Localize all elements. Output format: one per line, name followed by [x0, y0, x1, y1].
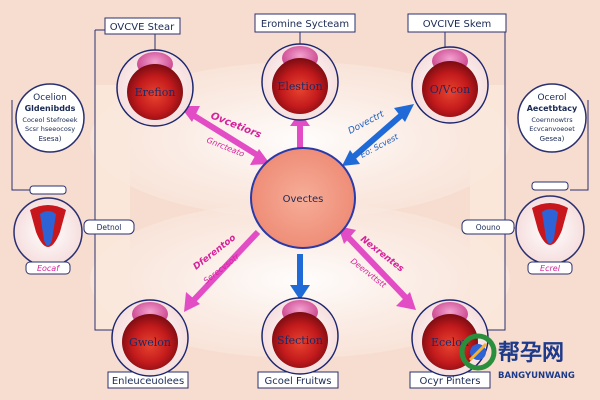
- side-panel-right: Ocerol Aecetbtacy Coernnowtrs Ecvcanvoeo…: [461, 83, 587, 275]
- watermark: 帮孕网 BANGYUNWANG: [459, 333, 575, 381]
- right-side-band: [470, 85, 505, 330]
- side-left-title: Ocelion: [33, 93, 67, 103]
- side-right-organ-caption: Ecrel: [540, 264, 561, 273]
- top-label-left: OVCVE Stear: [104, 17, 181, 35]
- watermark-cn: 帮孕网: [498, 340, 564, 366]
- side-right-line-1: Coernnowtrs: [531, 116, 573, 124]
- node-bottom-right-label: Ecelon: [431, 336, 469, 349]
- node-top-right: O/Vcon: [411, 46, 489, 124]
- top-label-center-text: Eromine Sycteam: [261, 19, 349, 30]
- side-right-line-2: Ecvcanvoeoet: [529, 125, 575, 133]
- side-right-subtitle: Aecetbtacy: [527, 104, 578, 113]
- node-bottom-center-label: Sfection: [277, 334, 323, 347]
- arrow-bottom-left: [184, 229, 261, 312]
- side-right-line-3: Gesea): [540, 135, 565, 143]
- arrow-top-right: [342, 104, 414, 166]
- side-right-tag: Oouno: [476, 223, 501, 232]
- side-right-title: Ocerol: [537, 93, 566, 103]
- center-node-label: Ovectes: [283, 194, 324, 205]
- watermark-en: BANGYUNWANG: [498, 371, 575, 381]
- center-node: Ovectes: [250, 147, 356, 249]
- bottom-label-right-text: Ocyr Pinters: [420, 376, 481, 387]
- side-left-tag: Detnol: [97, 223, 122, 232]
- node-top-left-label: Erefion: [135, 86, 176, 99]
- node-top-center-label: Elestion: [277, 80, 322, 93]
- top-label-right: OVCIVE Skem: [407, 13, 507, 33]
- side-left-organ-caption: Eocaf: [37, 264, 60, 273]
- node-top-left: Erefion: [116, 49, 194, 127]
- node-top-right-label: O/Vcon: [430, 83, 471, 96]
- top-label-left-text: OVCVE Stear: [110, 22, 175, 33]
- side-left-line-1: Coceol Stefroeek: [22, 116, 77, 124]
- side-left-subtitle: Gldenibdds: [25, 104, 76, 113]
- top-label-right-text: OVCIVE Skem: [423, 19, 491, 30]
- side-left-line-3: Esesa): [38, 135, 61, 143]
- side-panel-left: Ocelion Gldenibdds Coceol Stefroeek Scsr…: [13, 83, 135, 275]
- left-side-band: [95, 85, 130, 330]
- bottom-label-center-text: Gcoel Fruitws: [264, 376, 331, 387]
- node-bottom-center: Sfection: [261, 297, 339, 375]
- arrow-bottom-center: [290, 254, 310, 300]
- bottom-label-left-text: Enleuceuolees: [112, 376, 184, 387]
- side-left-line-2: Scsr hseeocosy: [25, 125, 75, 133]
- node-bottom-left: Gwelon: [111, 299, 189, 377]
- node-top-center: Elestion: [261, 43, 339, 121]
- node-bottom-left-label: Gwelon: [129, 336, 171, 349]
- top-label-center: Eromine Sycteam: [254, 13, 356, 33]
- node-bottom-right: Ecelon: [411, 299, 489, 377]
